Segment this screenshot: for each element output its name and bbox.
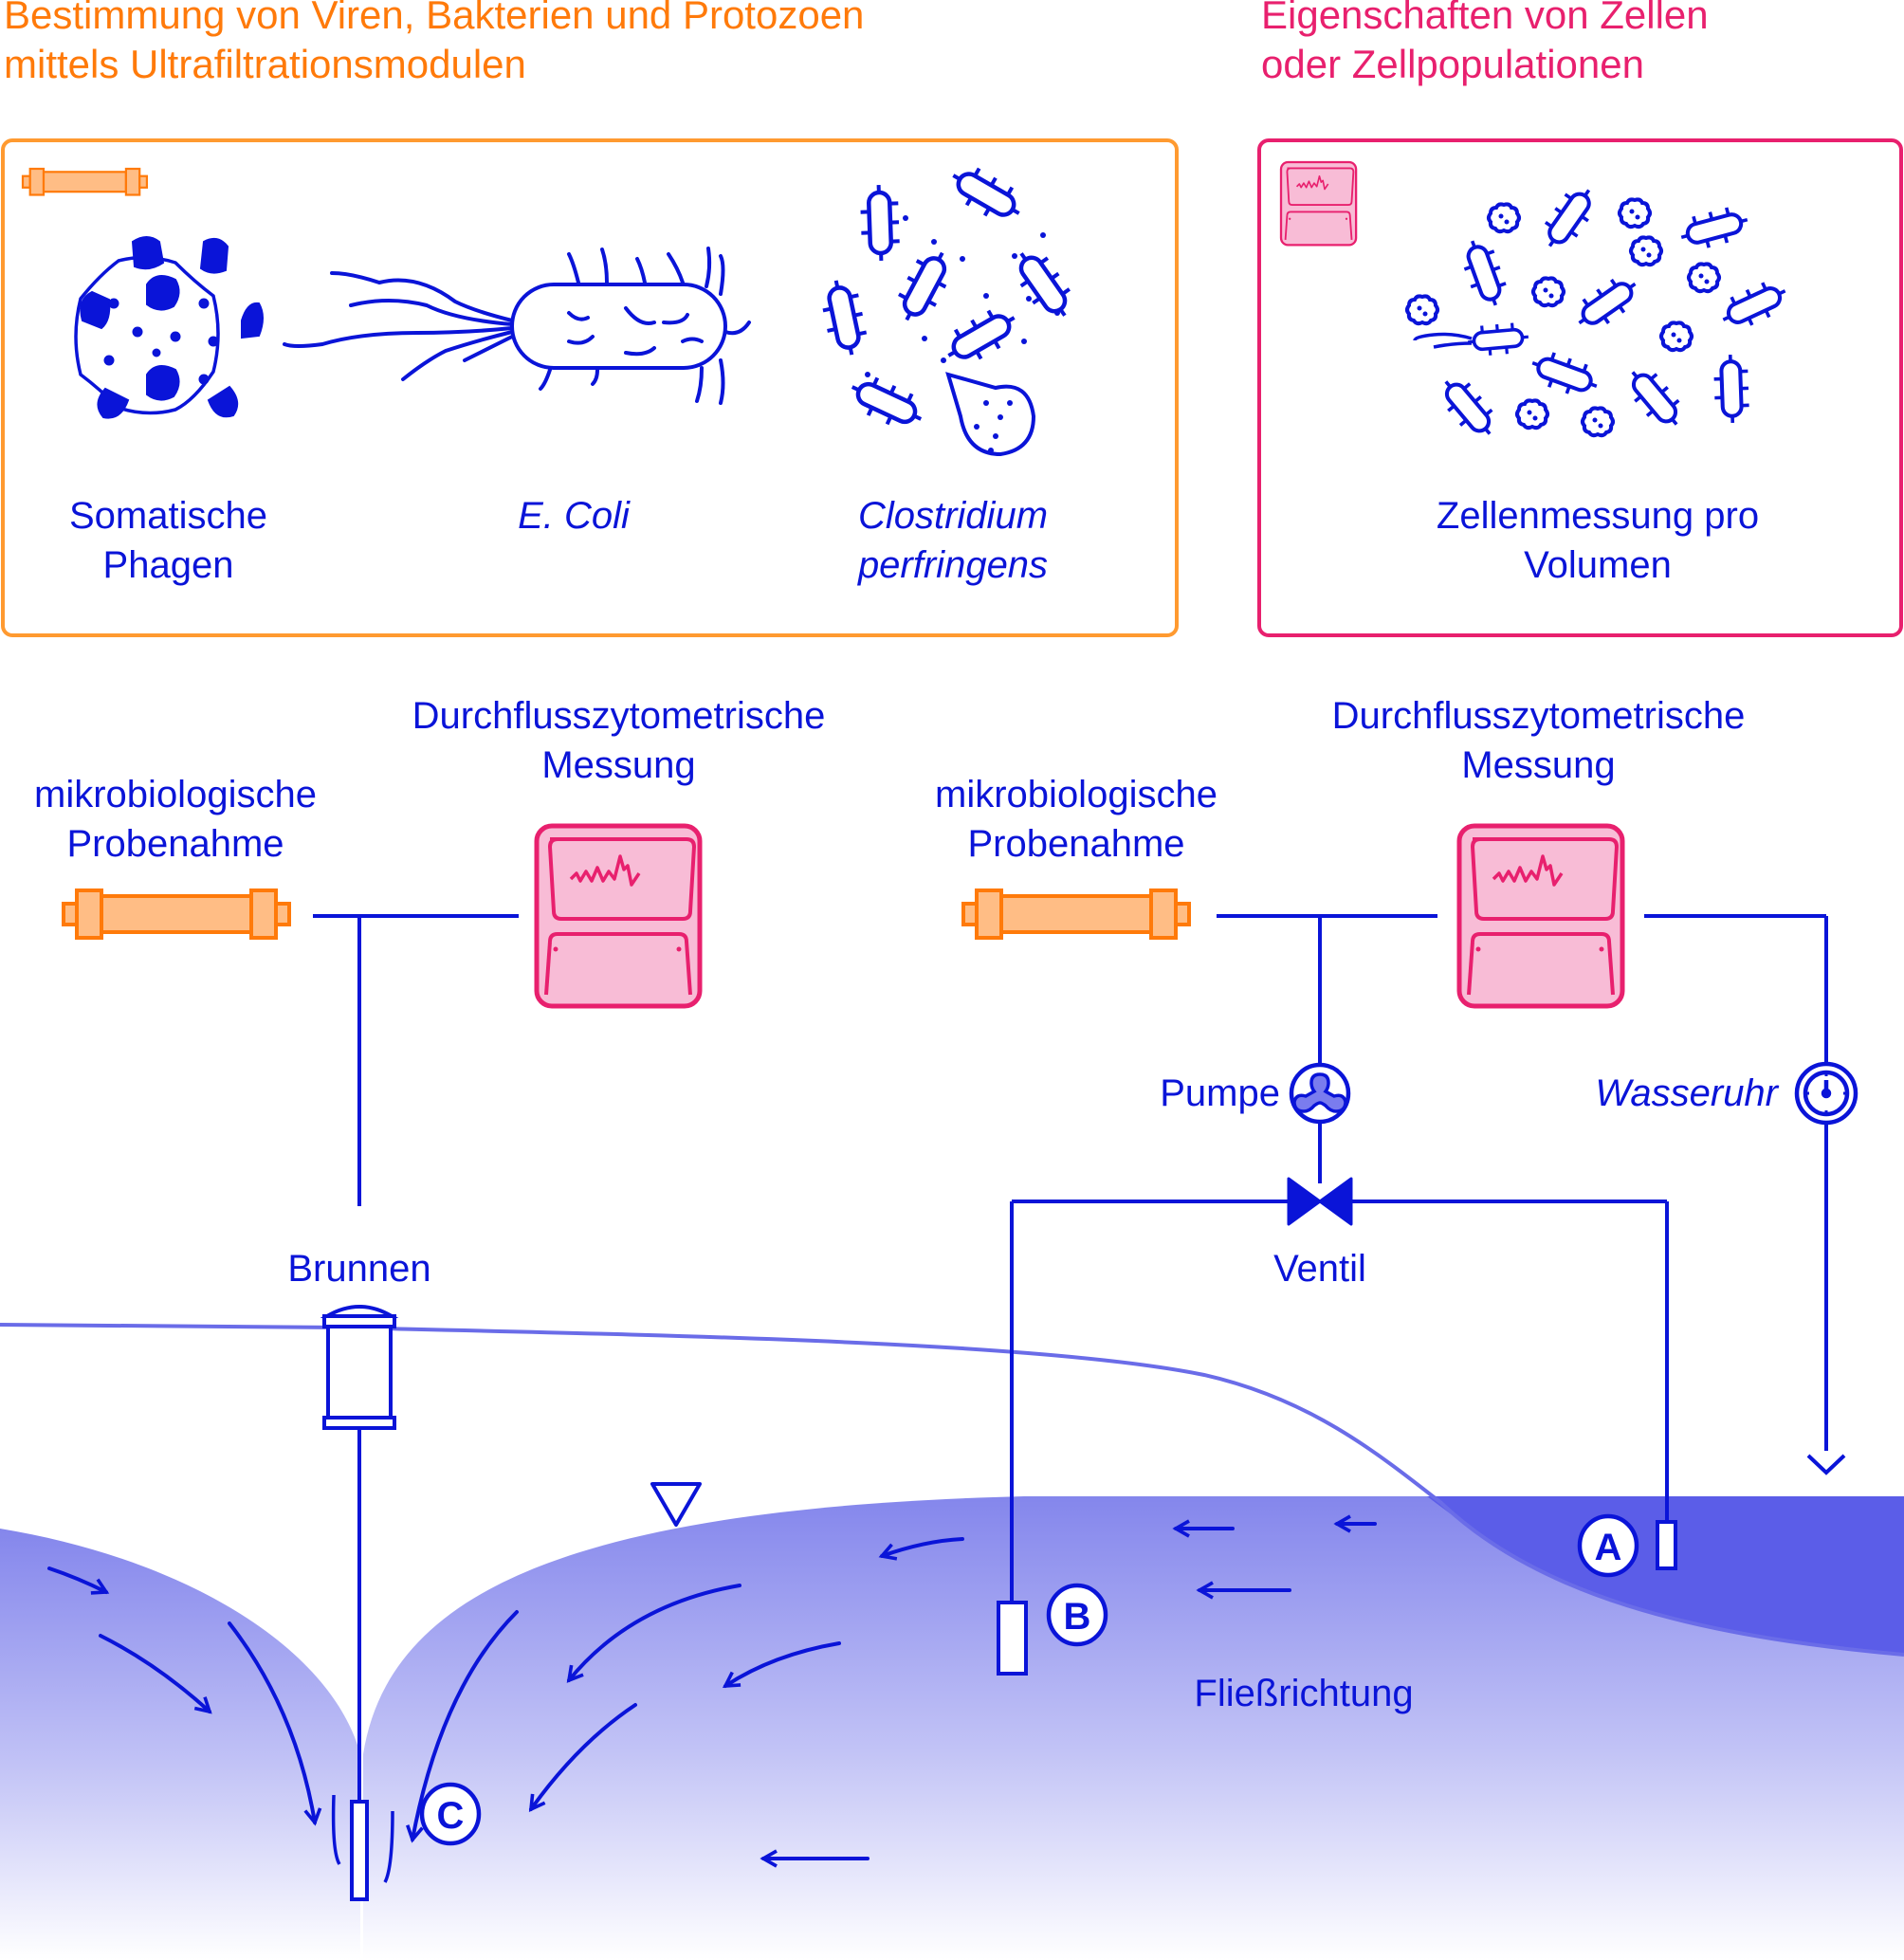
- flow-arrows: [47, 1514, 1377, 1868]
- point-b-marker: B: [1046, 1583, 1108, 1647]
- left-sampling-label: mikrobiologische Probenahme: [34, 774, 317, 865]
- probe-a-icon: [1656, 1520, 1677, 1570]
- groundwater-right: [363, 1496, 1904, 1960]
- right-measurement-label: Durchflusszytometrische Messung: [1331, 695, 1746, 786]
- phage-icon: [74, 236, 264, 419]
- left-pipes: [313, 914, 519, 1802]
- ground-surface-line: [0, 1323, 1904, 1657]
- label-zellenmessung: Zellenmessung pro Volumen: [1436, 495, 1760, 586]
- right-ultrafiltration-module-icon: [961, 888, 1191, 940]
- right-sampling-label: mikrobiologische Probenahme: [935, 774, 1217, 865]
- pump-icon: [1289, 1062, 1351, 1125]
- left-panel-title: Bestimmung von Viren, Bakterien und Prot…: [4, 0, 865, 86]
- well-label: Brunnen: [287, 1248, 431, 1290]
- right-panel-frame: [1257, 138, 1903, 637]
- well-screen-icon: [331, 1794, 394, 1901]
- water-meter-label: Wasseruhr: [1595, 1072, 1778, 1114]
- svg-text:B: B: [1064, 1596, 1091, 1638]
- right-panel-title: Eigenschaften von Zellen oder Zellpopula…: [1261, 0, 1709, 86]
- valve-icon: [1287, 1177, 1353, 1226]
- left-measurement-label: Durchflusszytometrische Messung: [412, 695, 826, 786]
- svg-text:A: A: [1595, 1527, 1622, 1568]
- probe-b-icon: [997, 1601, 1028, 1676]
- left-ultrafiltration-module-icon: [62, 888, 291, 940]
- left-flow-cytometer-icon: [537, 826, 700, 1006]
- right-pipes: [1010, 914, 1846, 1603]
- pump-label: Pumpe: [1160, 1072, 1280, 1114]
- e-coli-icon: [283, 247, 751, 405]
- label-e-coli: E. Coli: [518, 495, 630, 537]
- ultrafiltration-module-icon: [21, 167, 149, 196]
- label-somatische-phagen: Somatische Phagen: [69, 495, 267, 586]
- point-c-marker: C: [419, 1782, 482, 1846]
- water-level-marker-icon: [650, 1482, 702, 1527]
- point-a-marker: A: [1577, 1513, 1639, 1578]
- cells-icon: [1405, 180, 1792, 445]
- flow-cytometer-icon: [1279, 160, 1358, 247]
- clostridium-icon: [817, 159, 1080, 457]
- valve-label: Ventil: [1273, 1248, 1366, 1290]
- label-clostridium: Clostridium perfringens: [857, 495, 1049, 586]
- river: [1427, 1496, 1904, 1655]
- water-meter-icon: [1794, 1061, 1858, 1126]
- left-panel-frame: [1, 138, 1179, 637]
- flow-direction-label: Fließrichtung: [1194, 1673, 1414, 1714]
- svg-text:C: C: [437, 1795, 465, 1837]
- right-flow-cytometer-icon: [1459, 826, 1622, 1006]
- groundwater-left: [0, 1529, 360, 1960]
- well-icon: [320, 1305, 399, 1430]
